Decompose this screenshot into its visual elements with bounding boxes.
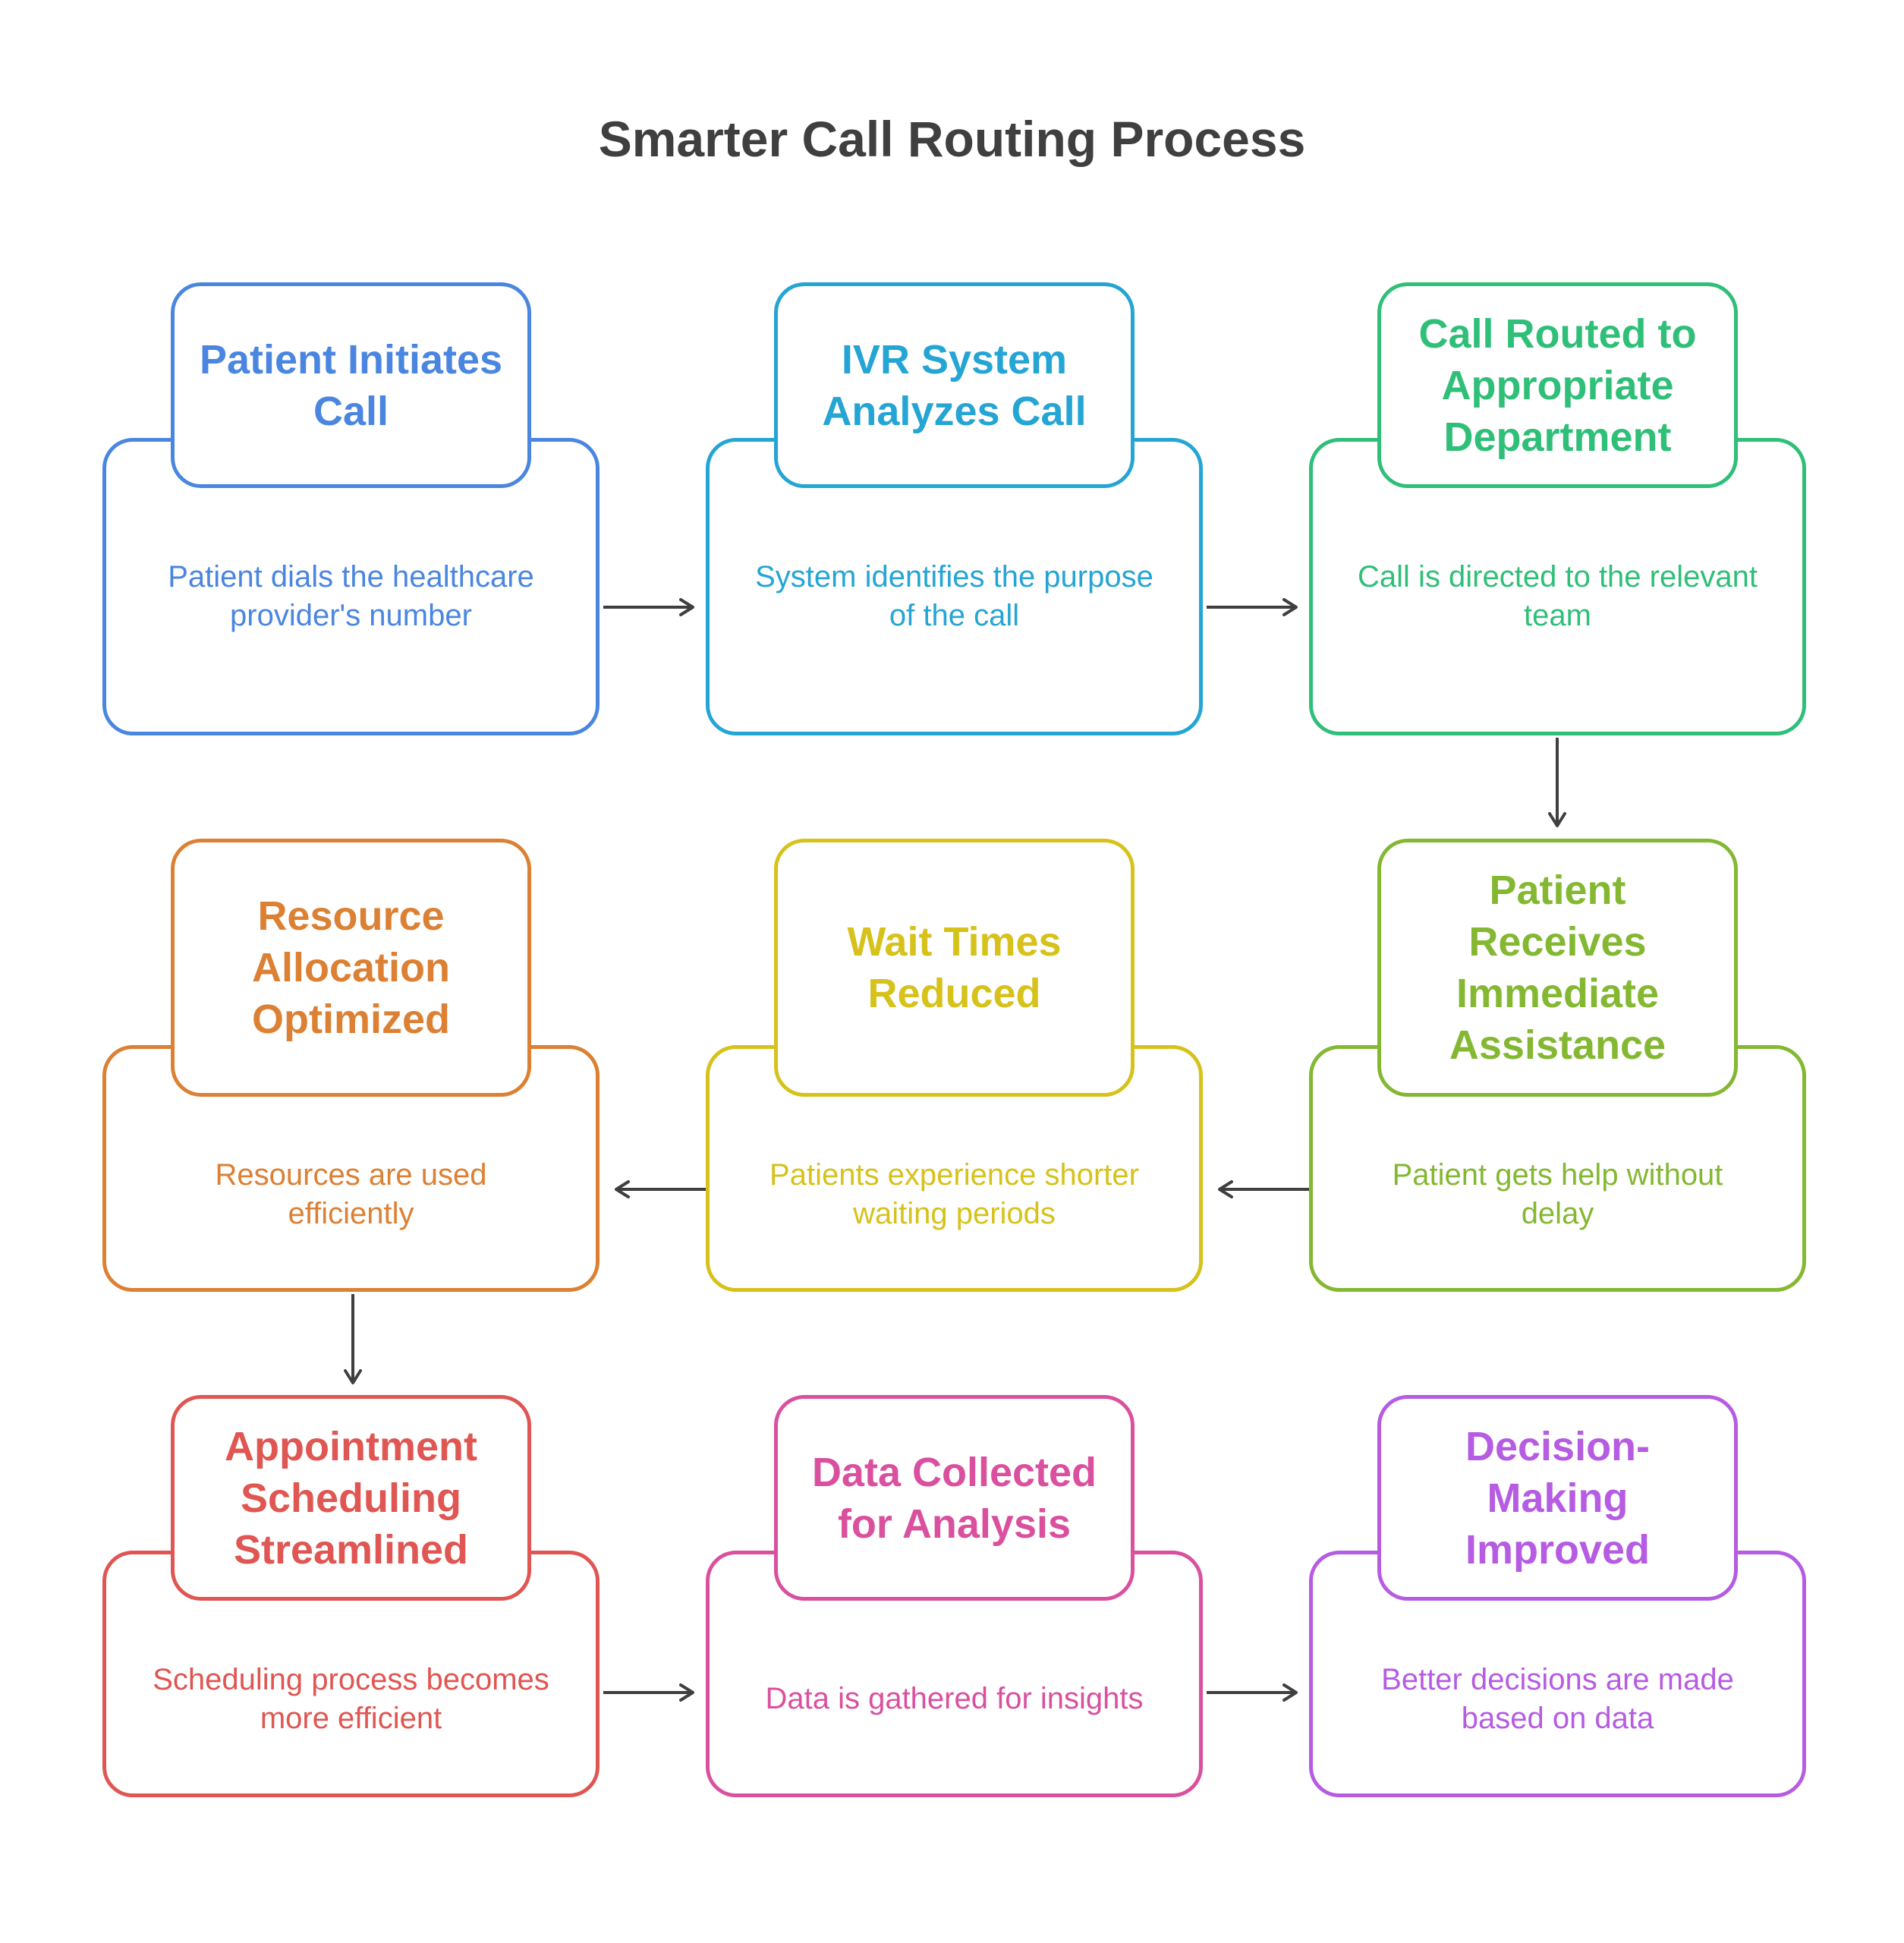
step-title: Call Routed to Appropriate Department [1418, 310, 1697, 460]
step-description: Data is gathered for insights [765, 1682, 1144, 1715]
step-title: Patient Initiates Call [199, 336, 503, 434]
step-description: Better decisions are made based on data [1381, 1662, 1734, 1735]
step-description: System identifies the purpose of the cal… [755, 559, 1153, 632]
step-description: Scheduling process becomes more efficien… [153, 1662, 549, 1735]
step-title: IVR System Analyzes Call [822, 336, 1087, 434]
step-description: Resources are used efficiently [215, 1157, 487, 1230]
step-title: Decision-Making Improved [1465, 1423, 1651, 1573]
step-description: Patient gets help without delay [1392, 1157, 1723, 1230]
step-title: Appointment Scheduling Streamlined [225, 1423, 477, 1573]
step-title: Wait Times Reduced [847, 919, 1062, 1016]
step-title: Resource Allocation Optimized [251, 893, 450, 1042]
step-title: Patient Receives Immediate Assistance [1449, 868, 1666, 1068]
step-title: Data Collected for Analysis [811, 1449, 1097, 1547]
step-description: Patients experience shorter waiting peri… [769, 1157, 1139, 1230]
step-description: Patient dials the healthcare provider's … [168, 559, 534, 632]
step-description: Call is directed to the relevant team [1358, 559, 1758, 632]
diagram-title: Smarter Call Routing Process [598, 111, 1306, 167]
